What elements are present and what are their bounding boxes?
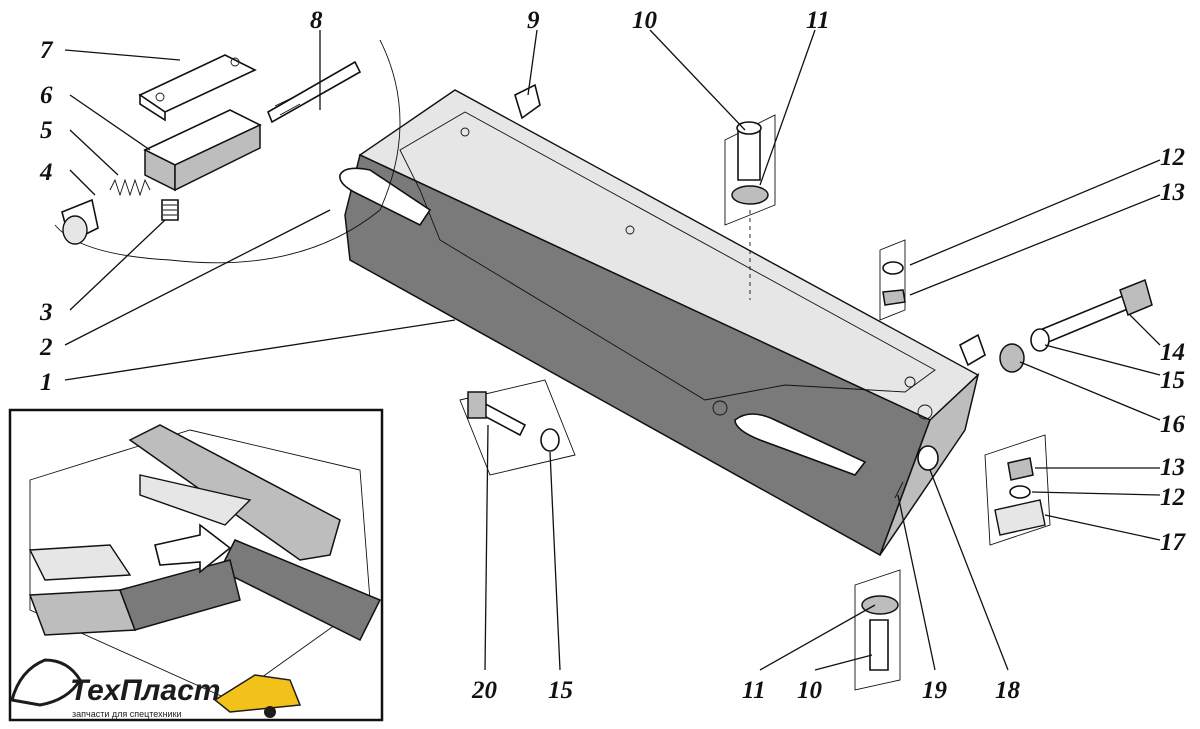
callout-12-bottom: 12	[1160, 484, 1185, 511]
callout-13-top: 13	[1160, 179, 1185, 206]
callout-20: 20	[471, 677, 498, 704]
callout-8: 8	[310, 7, 323, 34]
techplast-logo: ТехПласт запчасти для спецтехники	[10, 658, 302, 719]
callout-3: 3	[39, 299, 53, 326]
callout-12-top: 12	[1160, 144, 1185, 171]
hardware-set	[459, 114, 1153, 691]
callout-13-bottom: 13	[1160, 454, 1185, 481]
callout-16: 16	[1160, 411, 1186, 438]
callout-15-bottom: 15	[548, 677, 573, 704]
callout-7: 7	[40, 37, 54, 64]
callout-1: 1	[40, 369, 53, 396]
callout-9: 9	[527, 7, 540, 34]
callout-14: 14	[1160, 339, 1185, 366]
callout-17: 17	[1160, 529, 1187, 556]
callout-10-top: 10	[632, 7, 658, 34]
logo-tagline: запчасти для спецтехники	[72, 709, 182, 719]
leader-lines	[64, 29, 1161, 671]
callout-5: 5	[40, 117, 53, 144]
latch-assembly	[54, 39, 401, 264]
callout-18: 18	[995, 677, 1021, 704]
callout-11-top: 11	[806, 7, 830, 34]
callout-10-bottom: 10	[797, 677, 823, 704]
logo-name: ТехПласт	[70, 674, 220, 707]
callout-2: 2	[39, 334, 53, 361]
seat-box-body	[339, 83, 986, 557]
callout-11-bottom: 11	[742, 677, 766, 704]
callout-15-right: 15	[1160, 367, 1185, 394]
callout-19: 19	[922, 677, 948, 704]
callout-numbers: 7 6 5 4 3 2 1 8 9 10 11 12 13 14 15 16 1…	[39, 7, 1187, 704]
callout-4: 4	[39, 159, 53, 186]
callout-6: 6	[40, 82, 53, 109]
